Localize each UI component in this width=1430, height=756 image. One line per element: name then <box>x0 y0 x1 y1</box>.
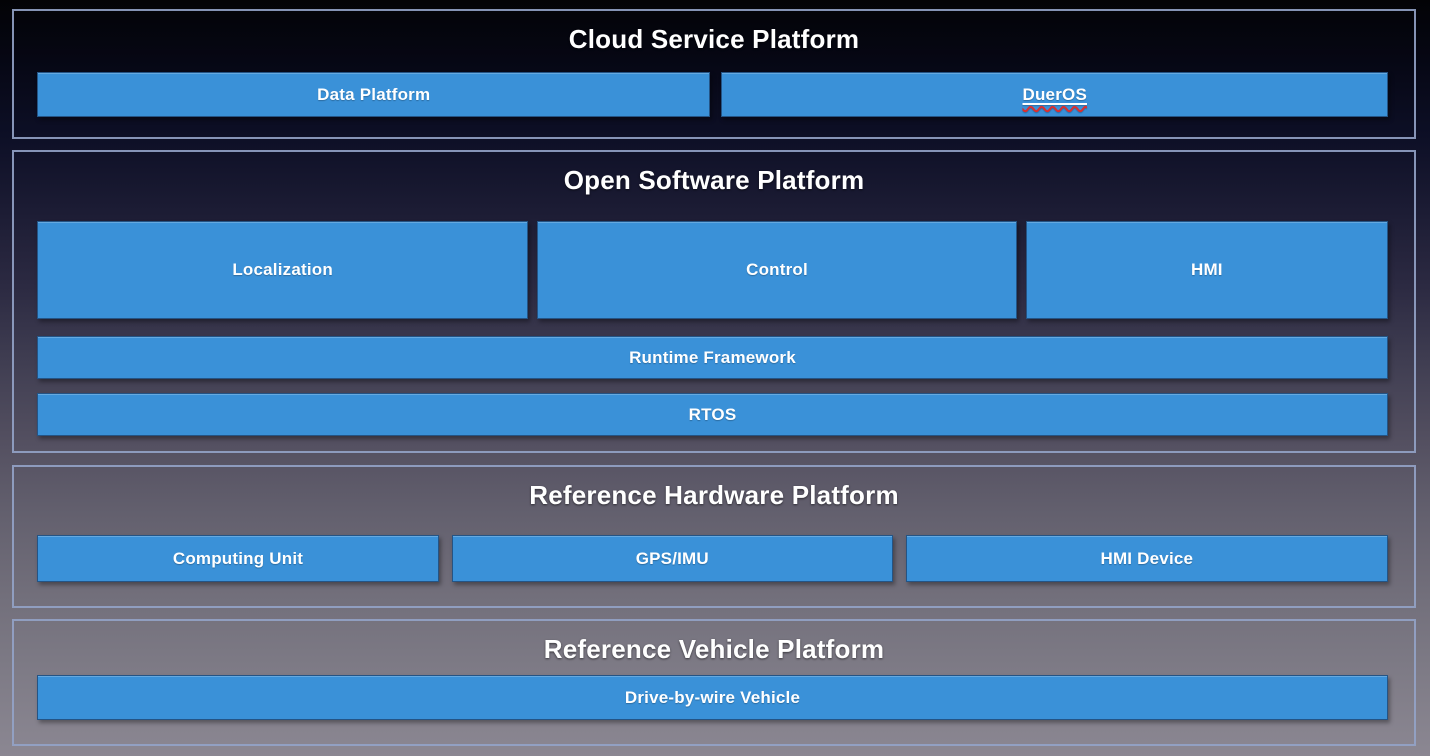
box-hmi: HMI <box>1025 221 1388 319</box>
box-computing-unit: Computing Unit <box>37 535 439 582</box>
section-cloud-service-platform: Cloud Service Platform Data Platform Due… <box>12 9 1416 139</box>
box-label: Drive-by-wire Vehicle <box>624 687 801 707</box>
runtime-framework-row: Runtime Framework <box>37 336 1388 379</box>
box-label: HMI Device <box>1100 548 1194 568</box>
box-hmi-device: HMI Device <box>905 535 1388 582</box>
box-runtime-framework: Runtime Framework <box>37 336 1388 379</box>
box-dueros: DuerOS <box>721 72 1388 117</box>
section-open-software-platform: Open Software Platform Localization Cont… <box>12 150 1416 453</box>
software-modules-row: Localization Control HMI <box>37 221 1388 319</box>
section-reference-vehicle-platform: Reference Vehicle Platform Drive-by-wire… <box>12 619 1416 746</box>
box-label: Control <box>746 260 808 279</box>
box-localization: Localization <box>37 221 529 319</box>
cloud-boxes-row: Data Platform DuerOS <box>37 72 1388 117</box>
box-label: HMI <box>1190 260 1223 279</box>
section-title-hardware: Reference Hardware Platform <box>529 480 899 510</box>
box-data-platform: Data Platform <box>37 72 711 117</box>
hardware-boxes-row: Computing Unit GPS/IMU HMI Device <box>37 535 1388 582</box>
box-label: Localization <box>232 260 333 279</box>
rtos-row: RTOS <box>37 393 1388 436</box>
section-title-cloud: Cloud Service Platform <box>568 24 860 54</box>
box-rtos: RTOS <box>37 393 1388 436</box>
section-title-vehicle: Reference Vehicle Platform <box>543 634 885 664</box>
box-label: RTOS <box>688 404 737 424</box>
section-reference-hardware-platform: Reference Hardware Platform Computing Un… <box>12 465 1416 608</box>
box-gps-imu: GPS/IMU <box>451 535 893 582</box>
vehicle-boxes-row: Drive-by-wire Vehicle <box>37 675 1388 720</box>
box-drive-by-wire-vehicle: Drive-by-wire Vehicle <box>37 675 1388 720</box>
box-label: GPS/IMU <box>635 548 709 568</box>
box-label: Computing Unit <box>172 548 304 568</box>
dueros-underline: DuerOS <box>1022 85 1087 105</box>
box-control: Control <box>537 221 1017 319</box>
box-label: Runtime Framework <box>629 347 796 367</box>
box-label: DuerOS <box>1022 84 1087 104</box>
section-title-software: Open Software Platform <box>563 165 865 195</box>
box-label: Data Platform <box>317 84 431 104</box>
